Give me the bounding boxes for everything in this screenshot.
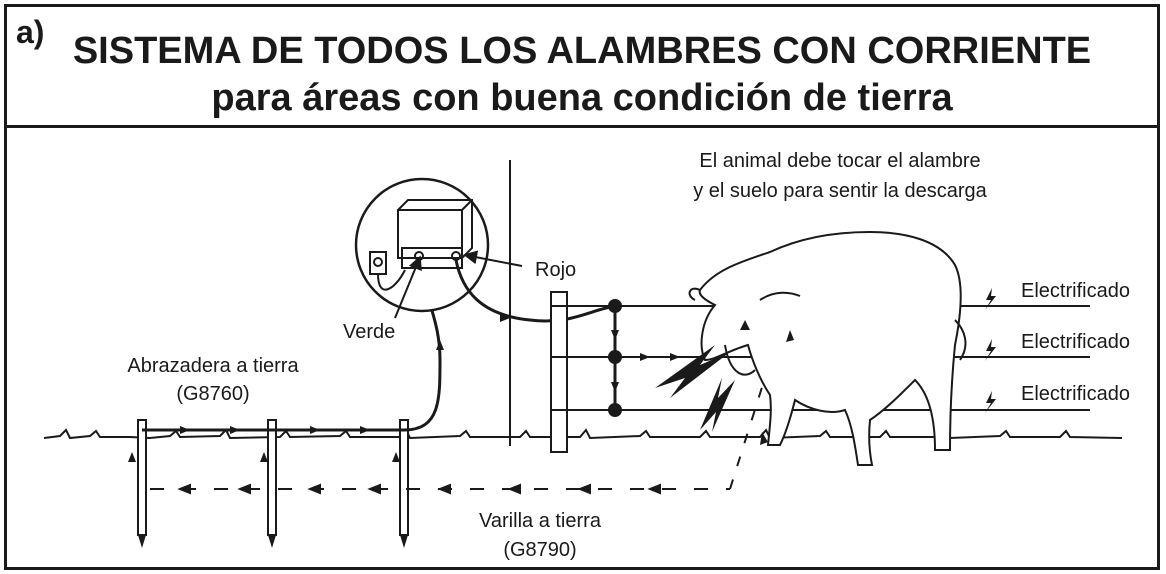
ground-line	[43, 428, 1123, 440]
clamp-label-line-1: Abrazadera a tierra	[127, 355, 299, 377]
animal-note-line-1: El animal debe tocar el alambre	[699, 150, 981, 172]
energizer-callout	[354, 177, 490, 313]
diagram-frame	[4, 4, 1160, 570]
lightning-bolt-icon	[655, 345, 735, 432]
title-line-2: para áreas con buena condición de tierra	[211, 77, 953, 119]
label-verde: Verde	[343, 321, 396, 343]
title-line-1: SISTEMA DE TODOS LOS ALAMBRES CON CORRIE…	[72, 30, 1092, 72]
rod-label-line-1: Varilla a tierra	[479, 510, 601, 532]
live-wire	[454, 259, 616, 323]
cow-icon	[688, 230, 967, 466]
return-current	[150, 329, 781, 495]
wire-label-top: Electrificado	[1021, 280, 1130, 302]
panel-label: a)	[16, 14, 45, 50]
wire-label-middle: Electrificado	[1021, 331, 1130, 353]
clamp-label-line-2: (G8760)	[176, 383, 250, 405]
wire-label-bottom: Electrificado	[1021, 383, 1130, 405]
energizer-icon	[397, 199, 473, 269]
fence-post-icon	[550, 291, 568, 453]
animal-note-line-2: y el suelo para sentir la descarga	[693, 180, 987, 202]
ground-rod-icon	[137, 419, 409, 548]
plug-icon	[369, 251, 406, 291]
rod-label-line-2: (G8790)	[503, 539, 577, 561]
label-rojo: Rojo	[535, 259, 577, 281]
header: a) SISTEMA DE TODOS LOS ALAMBRES CON COR…	[4, 4, 1160, 128]
